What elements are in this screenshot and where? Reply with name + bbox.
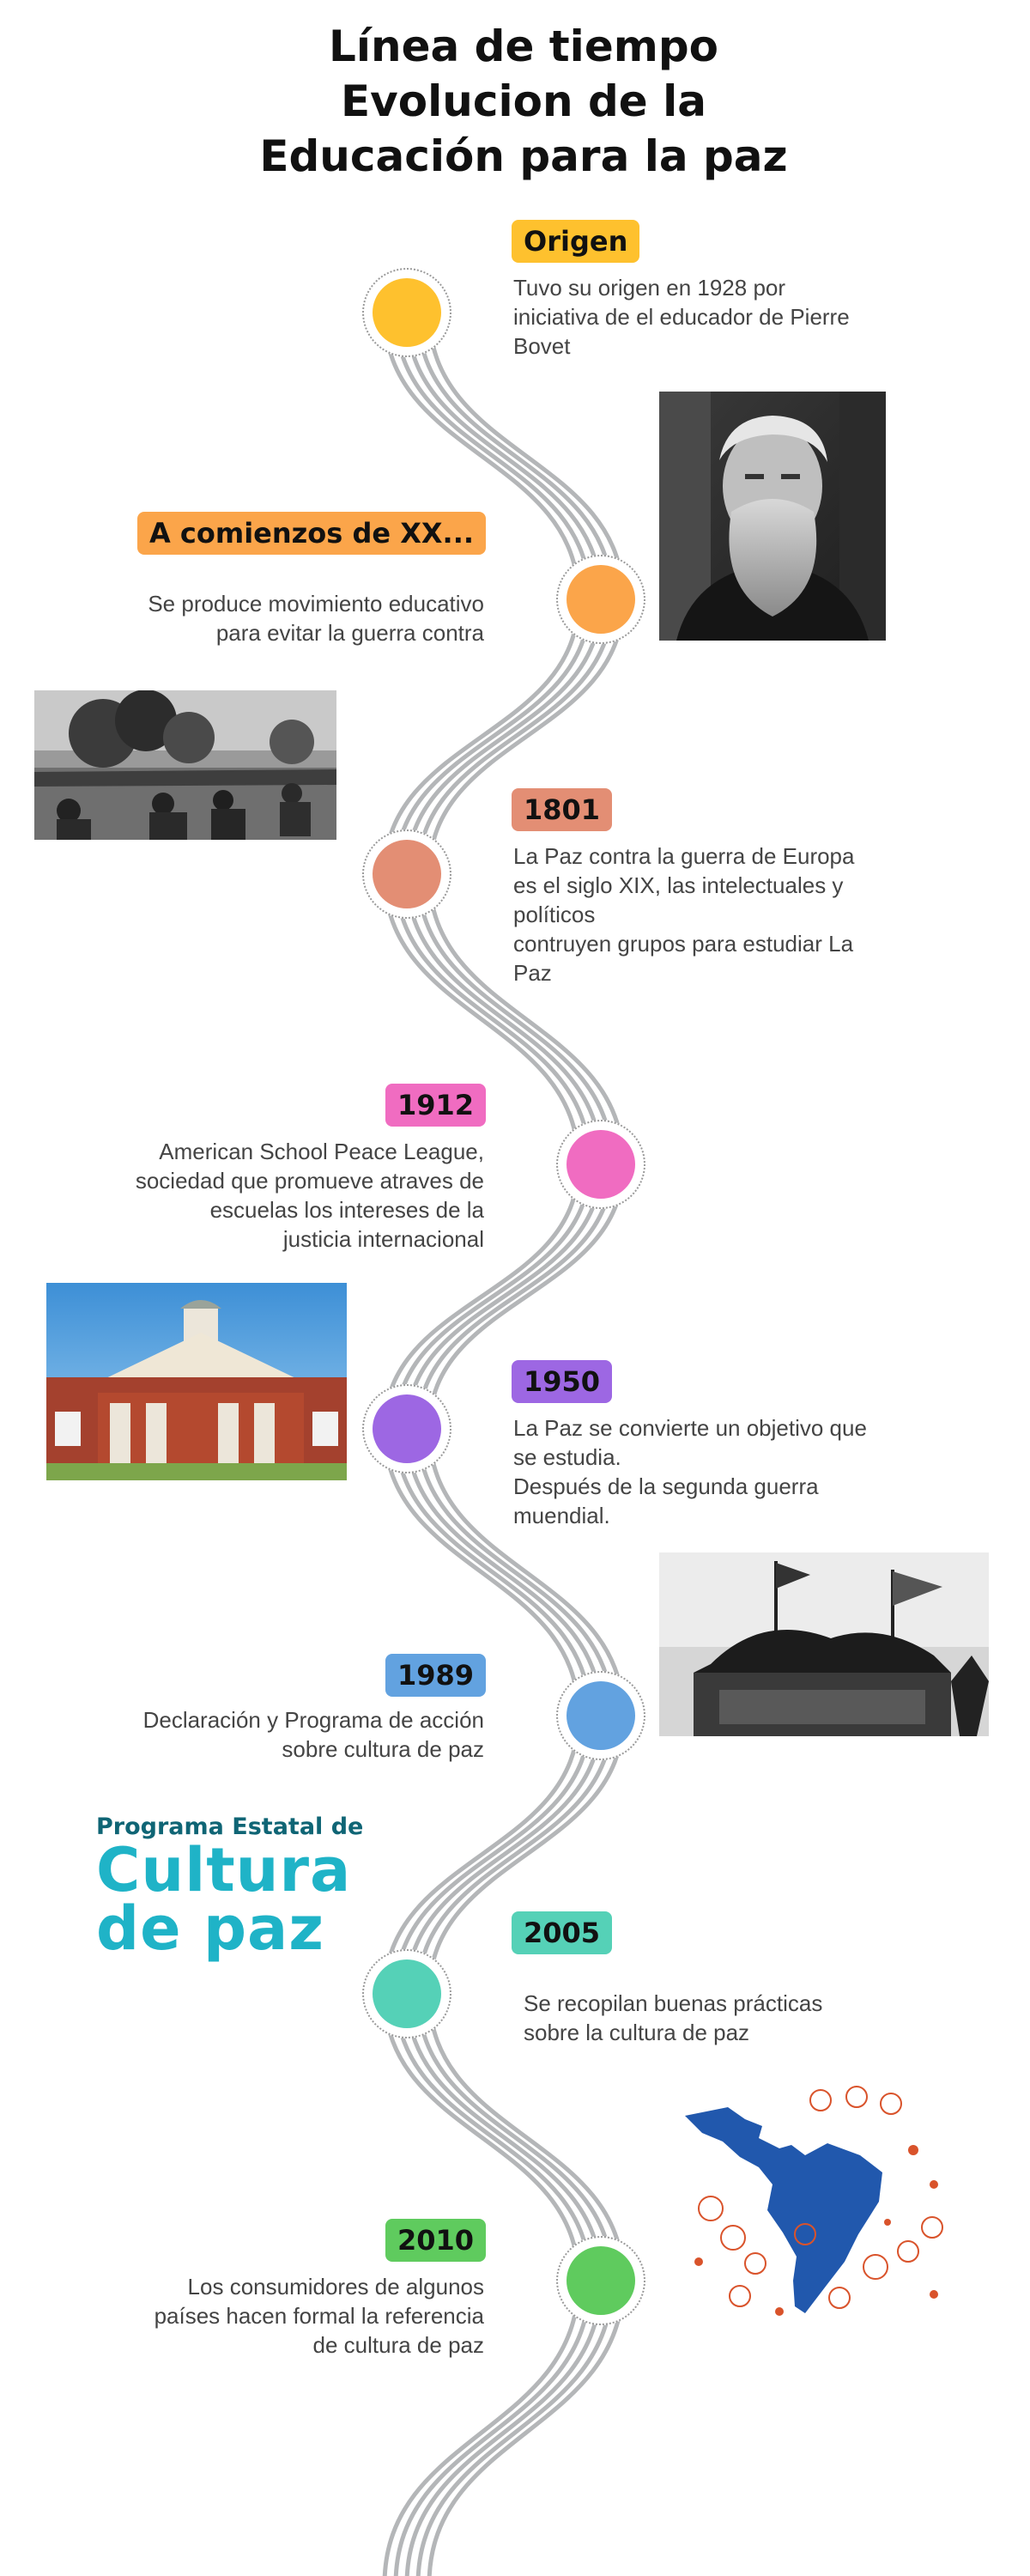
- tag-comienzos: A comienzos de XX...: [136, 512, 486, 555]
- flags-photo: [659, 1552, 989, 1736]
- program-logo: Programa Estatal de Cultura de paz: [96, 1814, 388, 1964]
- timeline-dot-1801: [362, 829, 451, 919]
- dot-core: [566, 565, 635, 634]
- tag-origen: Origen: [512, 220, 640, 263]
- program-logo-line-1: Programa Estatal de: [96, 1814, 364, 1840]
- desc-2005: Se recopilan buenas prácticas sobre la c…: [524, 1990, 823, 2045]
- title-line-3: Educación para la paz: [259, 131, 788, 181]
- dot-core: [373, 840, 441, 908]
- desc-origen: Tuvo su origen en 1928 por iniciativa de…: [513, 275, 850, 359]
- timeline-dot-origen: [362, 268, 451, 357]
- tag-1912: 1912: [385, 1084, 486, 1127]
- tag-1801: 1801: [512, 788, 613, 831]
- dot-core: [566, 1681, 635, 1750]
- timeline-dot-1989: [556, 1671, 645, 1760]
- tag-2010: 2010: [385, 2219, 486, 2262]
- tag-1950: 1950: [512, 1360, 613, 1403]
- desc-1989: Declaración y Programa de acción sobre c…: [142, 1707, 484, 1762]
- desc-comienzos: Se produce movimiento educativo para evi…: [148, 591, 484, 646]
- desc-1912: American School Peace League, sociedad q…: [135, 1139, 484, 1252]
- dot-core: [373, 1394, 441, 1463]
- timeline-dot-1950: [362, 1384, 451, 1473]
- program-logo-line-3: de paz: [96, 1893, 325, 1964]
- timeline-dot-comienzos: [556, 555, 645, 644]
- program-logo-line-2: Cultura: [96, 1835, 352, 1905]
- tag-2005: 2005: [512, 1911, 613, 1954]
- page-title: Línea de tiempo Evolucion de la Educació…: [172, 19, 876, 184]
- dot-core: [373, 1959, 441, 2028]
- dot-core: [373, 278, 441, 347]
- map-illustration: [676, 2081, 951, 2329]
- dot-core: [566, 1130, 635, 1199]
- school-photo: [46, 1283, 347, 1480]
- desc-1950: La Paz se convierte un objetivo que se e…: [513, 1415, 867, 1528]
- desc-1801: La Paz contra la guerra de Europa es el …: [513, 843, 855, 986]
- portrait-photo: [659, 392, 886, 641]
- title-line-1: Línea de tiempo: [329, 21, 718, 71]
- timeline-dot-2005: [362, 1949, 451, 2038]
- title-line-2: Evolucion de la: [341, 76, 706, 126]
- timeline-dot-2010: [556, 2236, 645, 2325]
- war-photo: [34, 690, 336, 840]
- desc-2010: Los consumidores de algunos países hacen…: [154, 2274, 484, 2358]
- tag-1989: 1989: [385, 1654, 486, 1697]
- dot-core: [566, 2246, 635, 2315]
- timeline-dot-1912: [556, 1120, 645, 1209]
